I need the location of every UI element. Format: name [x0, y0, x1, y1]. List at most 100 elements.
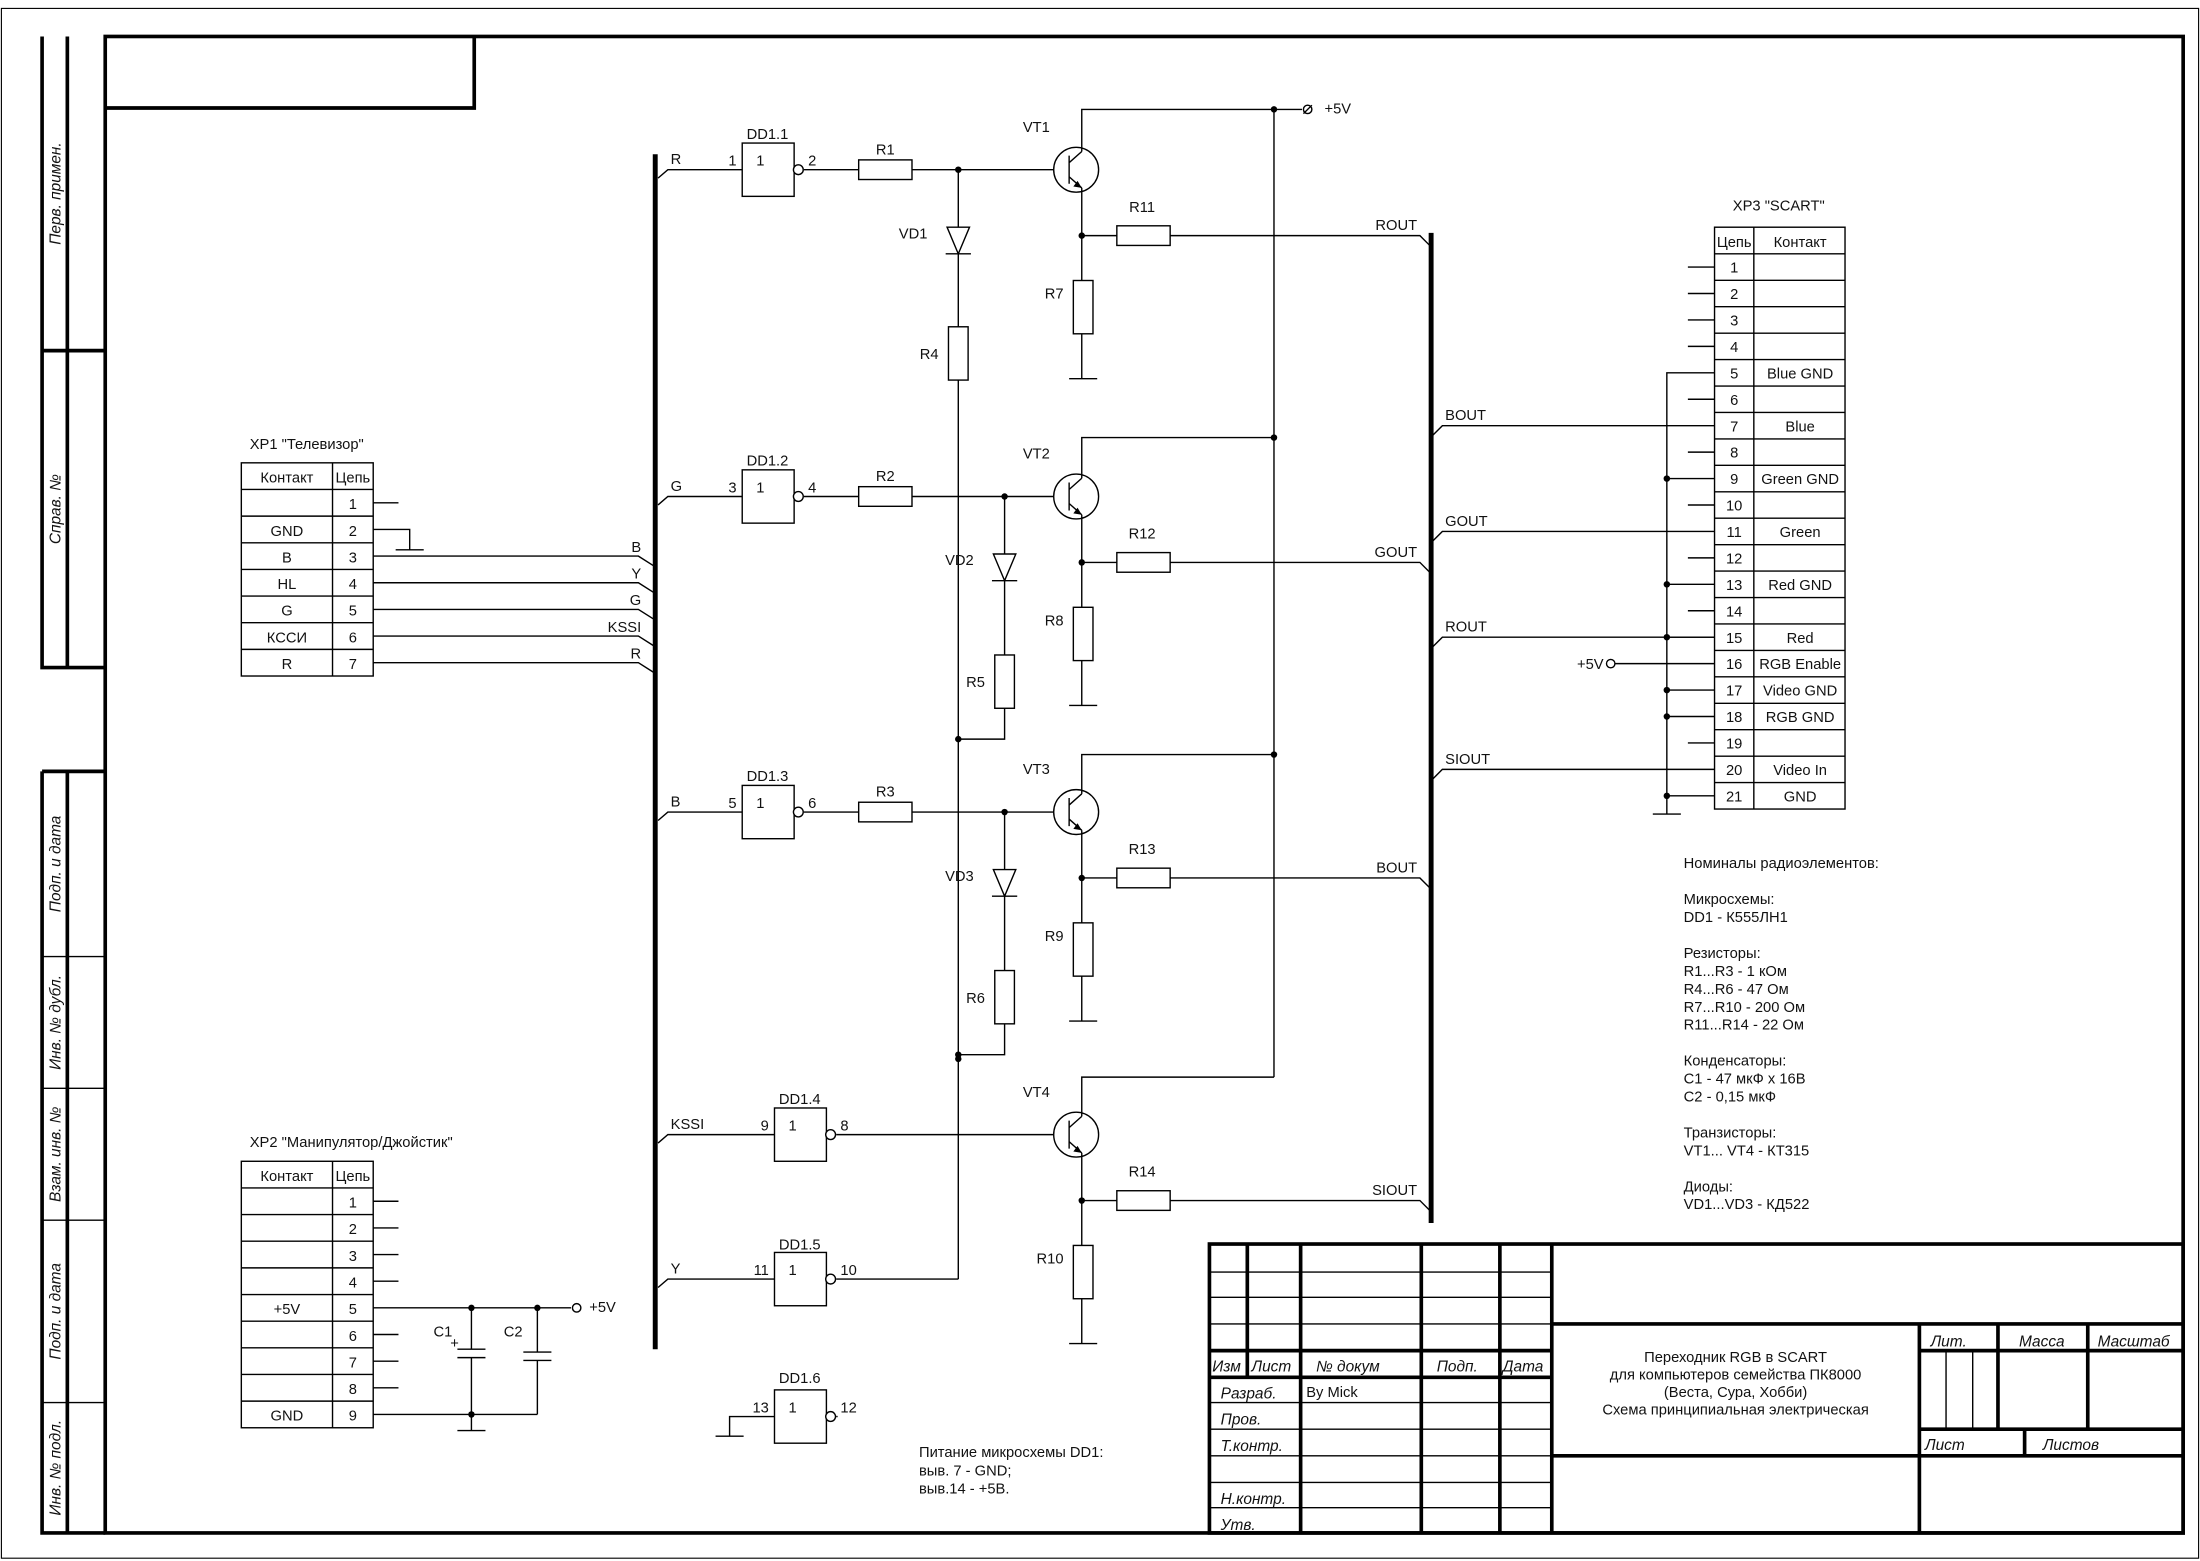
table-row: 10 — [1726, 499, 1742, 515]
grid-line — [1919, 1348, 2184, 1431]
resistor-label: R10 — [1036, 1252, 1063, 1268]
gate-symbol: 1 — [789, 1263, 797, 1279]
inverter-gate — [741, 142, 795, 198]
table-cell: 7 — [349, 657, 357, 673]
diode-resistor — [994, 969, 1016, 1025]
vcc-label: +5V — [1324, 102, 1351, 118]
terminal-icon — [571, 1302, 582, 1313]
resistor-label: R12 — [1129, 527, 1156, 543]
emitter-resistor — [1072, 606, 1094, 662]
table-cell: 5 — [1730, 366, 1738, 382]
resistor-label: R1 — [876, 142, 895, 158]
table-cell: 2 — [349, 1222, 357, 1238]
net-label: Y — [631, 567, 641, 583]
net-label: G — [630, 593, 641, 609]
table-cell: Blue — [1785, 419, 1814, 435]
table-row: 14 — [1726, 604, 1742, 620]
wire — [657, 169, 743, 179]
grid-line — [1945, 1350, 1974, 1430]
pin-label: 10 — [840, 1263, 856, 1279]
table-cell: 10 — [1726, 499, 1742, 515]
diode-label: VD1 — [899, 226, 928, 242]
wire — [373, 528, 411, 550]
gate-symbol: 1 — [756, 480, 764, 496]
wire — [373, 582, 655, 594]
wire — [728, 1415, 775, 1437]
wire — [1666, 372, 1715, 815]
gate-label: DD1.4 — [779, 1092, 821, 1108]
bom-line: DD1 - К555ЛН1 — [1684, 910, 1788, 926]
transistor-label: VT4 — [1023, 1085, 1050, 1101]
transistor-label: VT2 — [1023, 447, 1050, 463]
wire — [373, 555, 655, 567]
table-cell: 16 — [1726, 657, 1742, 673]
net-label: GOUT — [1375, 545, 1418, 561]
table-row: 12 — [1726, 551, 1742, 567]
table-cell: 19 — [1726, 737, 1742, 753]
row-label: Разраб. — [1221, 1385, 1277, 1402]
gate-label: DD1.2 — [747, 454, 789, 470]
wire — [1081, 436, 1274, 479]
resistor-label: R11 — [1129, 200, 1155, 216]
table-cell: +5V — [274, 1302, 301, 1318]
gate-label: DD1.1 — [747, 127, 789, 143]
net-label: KSSI — [608, 620, 642, 636]
junction-dot — [1663, 713, 1671, 720]
vcc-label: +5V — [1577, 657, 1604, 673]
inverter-gate — [741, 469, 795, 524]
transistor-label: VT1 — [1023, 120, 1050, 136]
wire — [373, 608, 655, 620]
table-row: 1 — [349, 1196, 357, 1212]
connector-title: XP2 "Манипулятор/Джойстик" — [250, 1135, 453, 1151]
table-row: 1 — [1730, 261, 1738, 277]
wire — [1081, 1076, 1274, 1117]
table-cell: Video GND — [1763, 684, 1837, 700]
wire — [1068, 1115, 1083, 1154]
stamp-label: Перв. примен. — [47, 142, 64, 244]
diode-label: VD2 — [945, 553, 974, 569]
table-cell: Red — [1787, 631, 1814, 647]
table-cell: Video In — [1773, 763, 1827, 779]
table-cell: 4 — [1730, 340, 1738, 356]
document-title-line: для компьютеров семейства ПК8000 — [1610, 1367, 1862, 1383]
column-header: Лист — [1251, 1359, 1292, 1376]
npn-transistor-icon — [1052, 473, 1100, 520]
wire — [373, 661, 655, 674]
stamp-label: Справ. № — [47, 474, 64, 544]
bom-line: C2 - 0,15 мкФ — [1684, 1090, 1776, 1106]
table-row: 8 — [349, 1382, 357, 1398]
table-row: 7 — [349, 1355, 357, 1371]
pin-label: 13 — [752, 1400, 768, 1416]
sheet-edge — [0, 7, 2200, 1559]
net-label: G — [671, 479, 682, 495]
resistor-label: R3 — [876, 785, 895, 801]
stamp-label: Подп. и дата — [47, 815, 64, 912]
column-header: № докум — [1316, 1359, 1380, 1376]
net-label: SIOUT — [1372, 1183, 1417, 1199]
lit-label: Лит. — [1930, 1333, 1967, 1350]
junction-dot — [1663, 581, 1671, 588]
table-cell: 6 — [349, 630, 357, 646]
table-cell: G — [281, 604, 292, 620]
pin-label: 11 — [754, 1263, 769, 1279]
resistor-label: R5 — [966, 675, 985, 691]
inverter-gate — [741, 784, 795, 840]
gate-label: DD1.6 — [779, 1371, 821, 1387]
emitter-resistor — [1072, 922, 1094, 977]
row-label: Т.контр. — [1221, 1438, 1283, 1455]
stamp-label: Инв. № дубл. — [47, 975, 64, 1070]
table-header: Контакт — [260, 470, 313, 486]
table-cell: 7 — [1730, 419, 1738, 435]
gate-label: DD1.3 — [747, 769, 789, 785]
